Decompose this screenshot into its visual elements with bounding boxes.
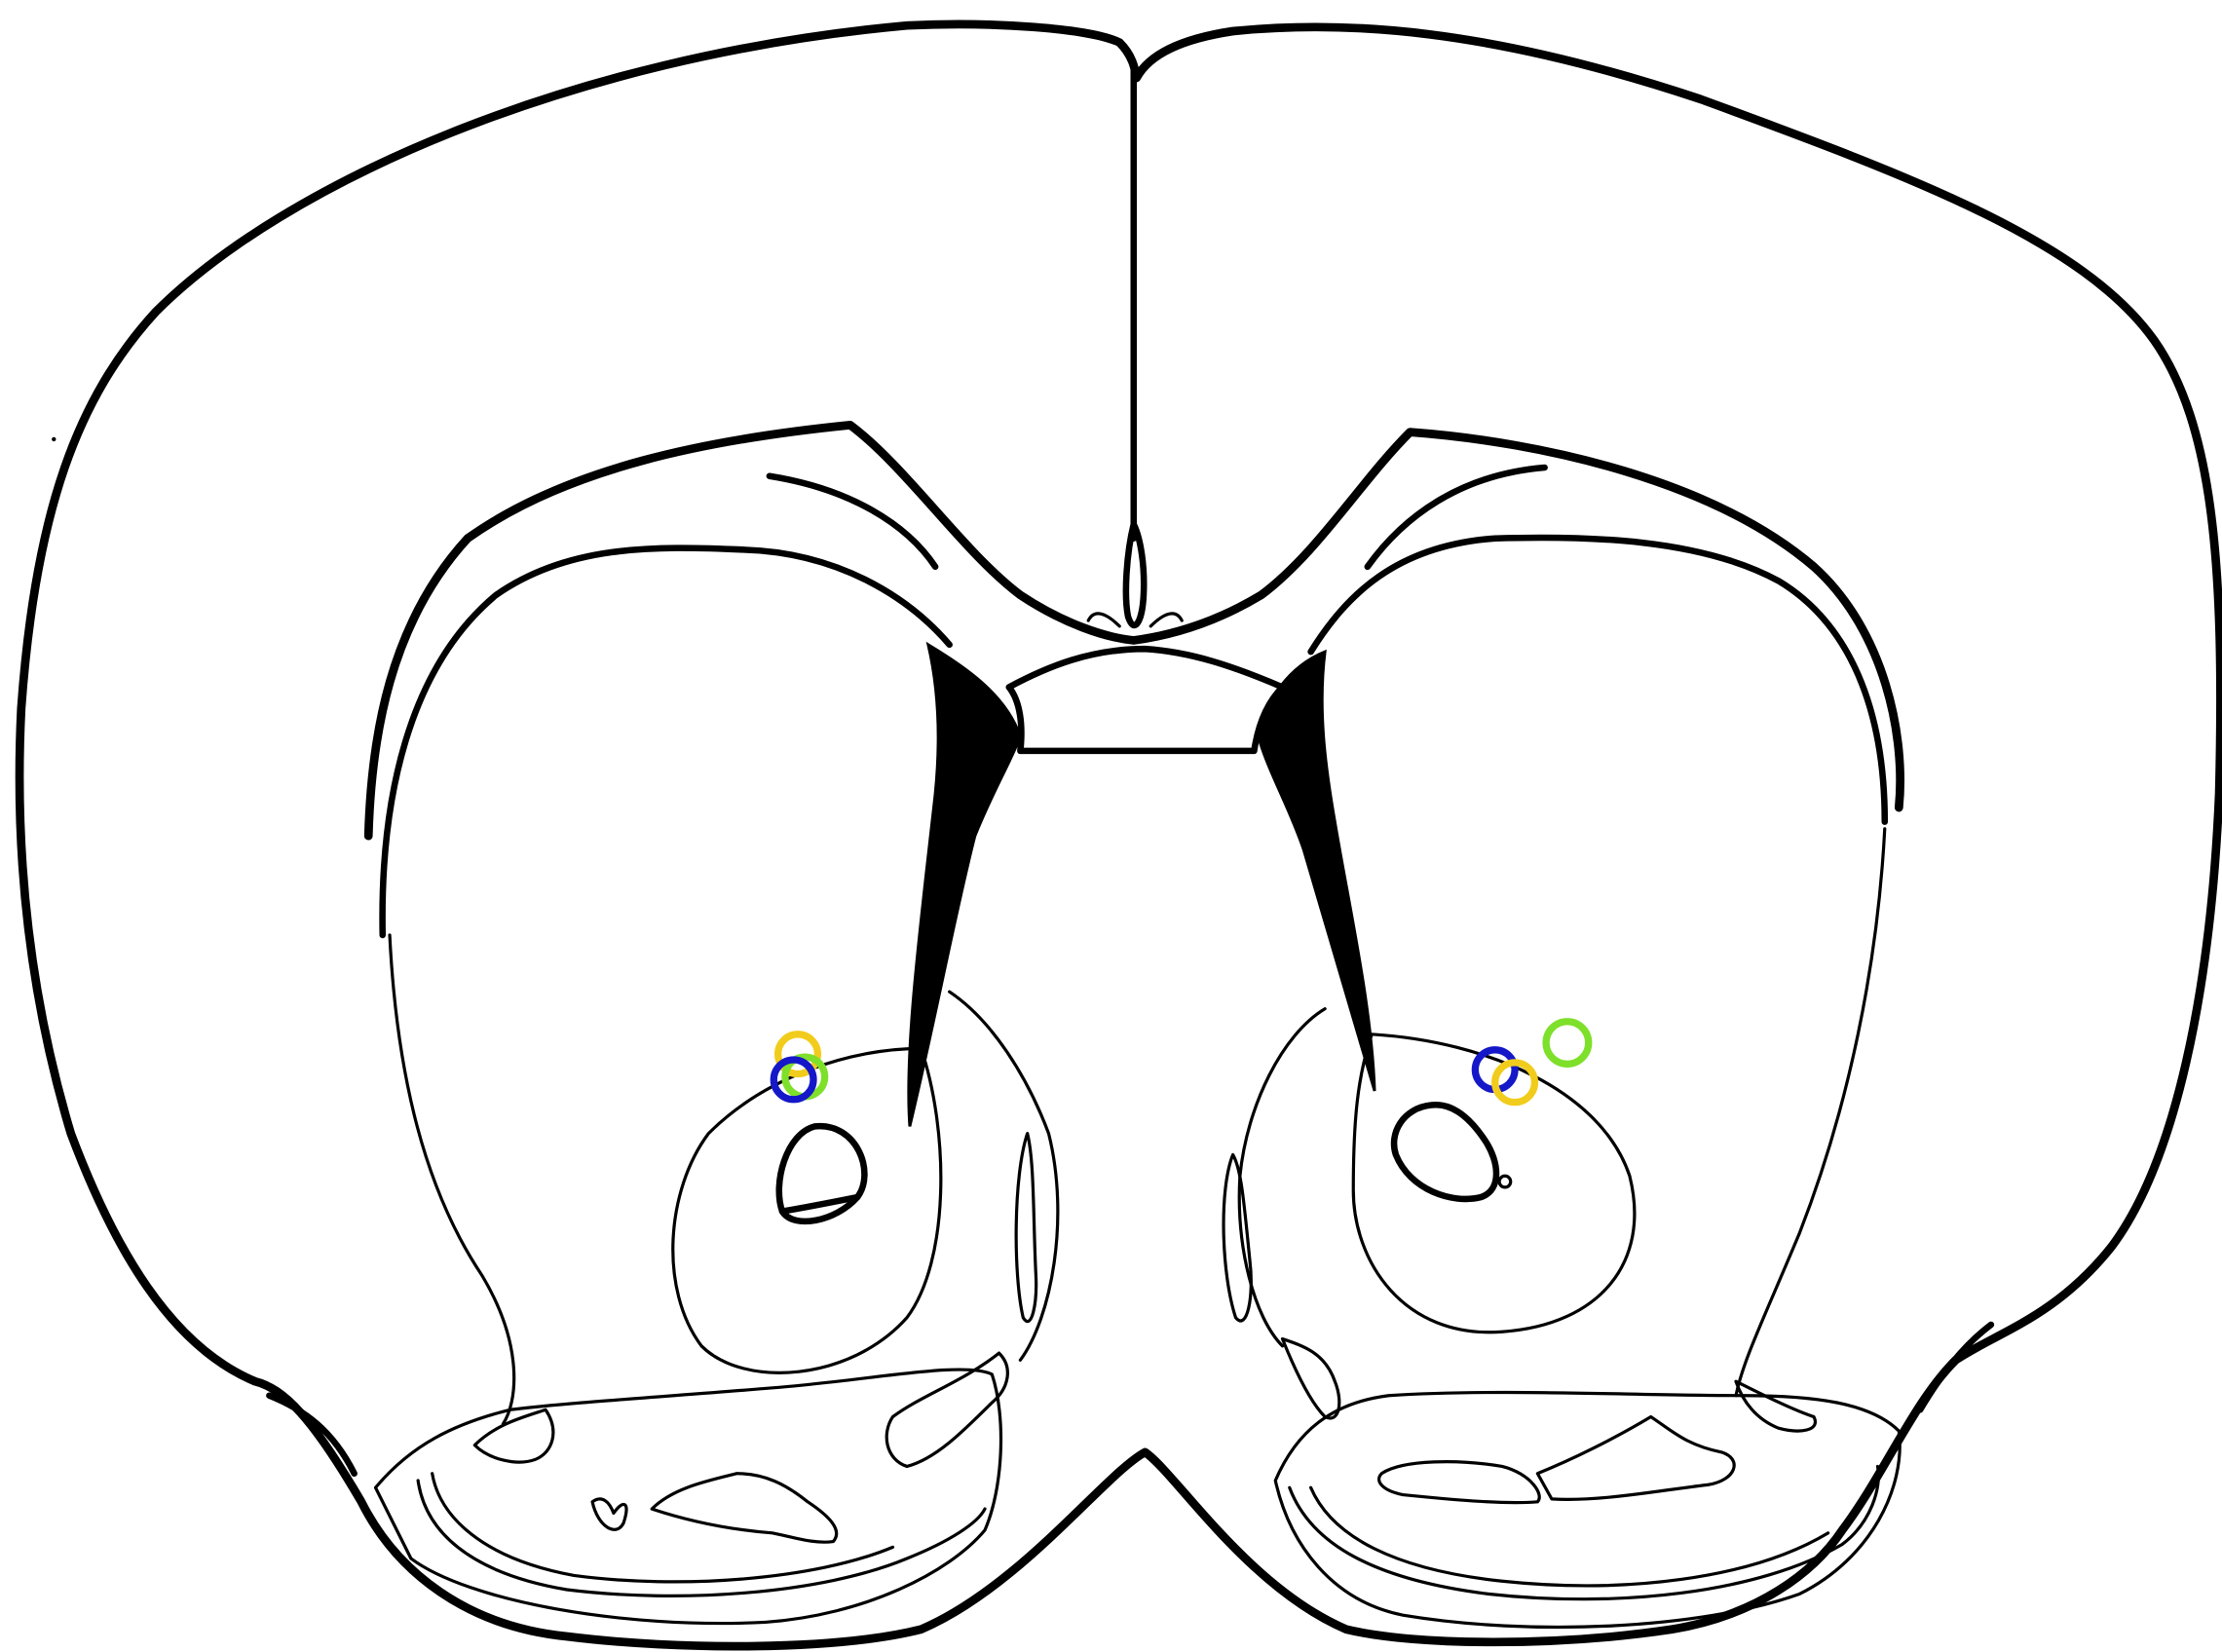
marker-right-green-circle: [1546, 1022, 1589, 1065]
markers-right: [1475, 1022, 1588, 1103]
ventral-band-left-inner2: [433, 1474, 893, 1582]
septum: [1009, 649, 1283, 751]
right-island-stripe: [1224, 1154, 1251, 1321]
island-right-3: [1283, 1339, 1339, 1418]
striatum-right: [1736, 829, 1885, 1396]
lower-cortex-arc-right: [1920, 1325, 1991, 1409]
ventral-band-left-inner1: [418, 1481, 985, 1596]
stray-dot: [52, 437, 56, 441]
right-limb-dot: [1499, 1176, 1511, 1187]
midline-flourish-right: [1150, 614, 1182, 626]
island-left-2: [652, 1474, 837, 1542]
ventral-band-right-outer: [1275, 1392, 1900, 1627]
markers-left: [773, 1034, 824, 1100]
island-right-1: [1379, 1462, 1540, 1503]
left-island-stripe: [1016, 1134, 1036, 1322]
right-olfactory-limb: [1394, 1105, 1496, 1199]
island-right-4: [1736, 1381, 1815, 1431]
midline-flourish-left: [1088, 614, 1119, 626]
lateral-ventricle-right: [1259, 652, 1375, 1091]
left-accumbens-outline: [950, 992, 1058, 1360]
callosum-inner-right: [1311, 538, 1885, 822]
callosum-cap-right: [1368, 468, 1545, 567]
striatum-left: [390, 935, 514, 1424]
island-left-3: [592, 1499, 626, 1529]
lateral-ventricle-left: [909, 645, 1021, 1127]
callosum-inner-left: [383, 548, 950, 935]
brain-outline: [19, 24, 2220, 1646]
island-right-2: [1537, 1417, 1734, 1500]
